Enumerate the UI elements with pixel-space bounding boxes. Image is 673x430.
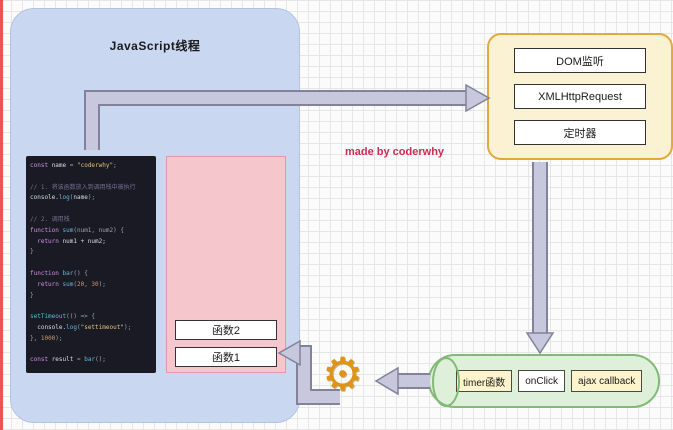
code-line [30, 258, 152, 269]
queue-item: onClick [518, 370, 566, 392]
code-line: // 1. 将该函数放入到调用栈中被执行 [30, 183, 136, 191]
canvas-left-edge [0, 0, 3, 430]
code-line [30, 301, 152, 312]
event-loop-gear-icon: ⚙ [322, 347, 364, 401]
code-line: // 2. 调用栈 [30, 215, 70, 223]
js-thread-title: JavaScript线程 [109, 39, 201, 53]
code-line: console.log("settimeout"); [30, 323, 132, 331]
code-line [30, 172, 152, 183]
code-line: setTimeout(() => { [30, 313, 96, 321]
code-line: }, 1000); [30, 334, 63, 342]
watermark-text: made by coderwhy [345, 146, 445, 158]
code-line: console.log(name); [30, 194, 96, 202]
code-line: return num1 + num2; [30, 237, 106, 245]
webapi-box: DOM监听 [514, 48, 646, 73]
code-line: } [30, 248, 34, 256]
code-line: function bar() { [30, 269, 88, 277]
code-line: function sum(num1, num2) { [30, 226, 124, 234]
code-line [30, 345, 152, 356]
js-thread-panel: JavaScript线程 const name = "coderwhy"; // … [10, 8, 300, 423]
arrow-queue-to-eventloop [374, 366, 430, 396]
code-line: const name = "coderwhy"; [30, 162, 117, 169]
code-line [30, 204, 152, 215]
webapi-box: 定时器 [514, 120, 646, 145]
code-line: const result = bar(); [30, 356, 106, 364]
stack-frame: 函数2 [175, 320, 277, 340]
code-editor: const name = "coderwhy"; // 1. 将该函数放入到调用栈… [26, 156, 156, 373]
webapi-box: XMLHttpRequest [514, 84, 646, 109]
queue-item: timer函数 [456, 370, 513, 392]
arrow-webapi-to-queue [525, 162, 555, 355]
code-line: return sum(20, 30); [30, 280, 106, 288]
code-line: } [30, 291, 34, 299]
stack-frame: 函数1 [175, 347, 277, 367]
queue-item: ajax callback [571, 370, 643, 392]
webapi-panel: DOM监听 XMLHttpRequest 定时器 [487, 33, 673, 160]
